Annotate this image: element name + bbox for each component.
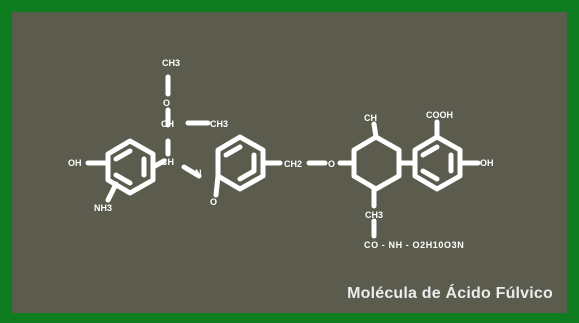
label-oh-right: OH bbox=[480, 158, 494, 168]
caption: Molécula de Ácido Fúlvico bbox=[347, 285, 553, 302]
label-ch2: CH2 bbox=[284, 159, 302, 169]
diagram-panel: CH3 O CH CH3 CH OH NH3 N O CH2 O CH CH3 … bbox=[12, 12, 567, 313]
bond-ketone bbox=[213, 173, 221, 198]
label-ch3-top: CH3 bbox=[162, 58, 180, 68]
label-ch-left: CH bbox=[161, 157, 174, 167]
label-ch3-mid: CH3 bbox=[210, 119, 228, 129]
ring-cyclohexane bbox=[351, 134, 402, 192]
label-o-top: O bbox=[163, 98, 170, 108]
fulvic-acid-structure: CH3 O CH CH3 CH OH NH3 N O CH2 O CH CH3 … bbox=[68, 58, 494, 250]
label-cooh: COOH bbox=[426, 110, 453, 120]
label-o-ether: O bbox=[328, 159, 335, 169]
label-nh3: NH3 bbox=[94, 203, 112, 213]
label-oh-left: OH bbox=[68, 158, 82, 168]
bond-ring-ch bbox=[150, 158, 167, 170]
ring-left-inner-3 bbox=[113, 172, 133, 186]
bond-ring-ch-top bbox=[371, 121, 379, 140]
label-ch3-ring: CH3 bbox=[365, 210, 383, 220]
ring-left bbox=[105, 138, 156, 196]
bond-ch-n bbox=[181, 164, 202, 179]
label-n: N bbox=[195, 168, 202, 178]
ring-middle-inner-1 bbox=[223, 144, 243, 158]
ring-right-inner-3 bbox=[420, 168, 440, 182]
ring-left-inner-1 bbox=[113, 148, 133, 162]
label-tail: CO - NH - O2H10O3N bbox=[364, 240, 464, 250]
label-ch-mid: CH bbox=[161, 119, 174, 129]
bond-nh3 bbox=[105, 181, 119, 203]
ring-middle-inner-3 bbox=[237, 168, 257, 182]
ring-right-inner-1 bbox=[420, 144, 440, 158]
label-ch-ring: CH bbox=[364, 113, 377, 123]
label-o-ketone: O bbox=[210, 197, 217, 207]
